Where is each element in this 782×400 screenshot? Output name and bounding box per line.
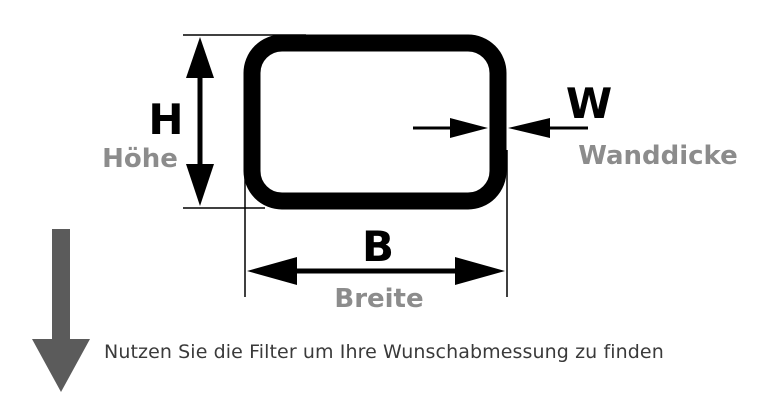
width-symbol: B — [362, 222, 394, 271]
width-dimension-arrow — [247, 257, 505, 285]
height-label: Höhe — [102, 144, 178, 174]
wall-symbol: W — [566, 79, 612, 128]
height-symbol: H — [148, 95, 183, 144]
down-arrow-icon — [32, 229, 90, 392]
tube-profile-outline — [243, 34, 507, 210]
filter-hint-text: Nutzen Sie die Filter um Ihre Wunschabme… — [104, 341, 664, 363]
height-dimension-arrow — [186, 37, 214, 206]
width-label: Breite — [334, 284, 423, 314]
wall-thickness-arrows — [413, 118, 588, 138]
wall-label: Wanddicke — [578, 141, 738, 171]
